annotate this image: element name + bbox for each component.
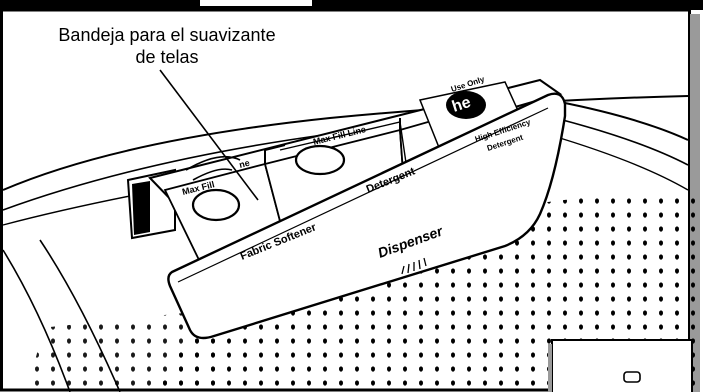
header-banner xyxy=(0,0,703,10)
max-fill-label-left-end: ne xyxy=(238,158,251,170)
tub-rim-inner xyxy=(549,134,689,191)
he-logo-circle xyxy=(446,91,486,119)
callout-line-2: de telas xyxy=(135,47,199,67)
tub-rim-outer xyxy=(559,101,689,141)
detergent-cup xyxy=(294,144,346,176)
callout-label: Bandeja para el suavizante de telas xyxy=(22,24,312,68)
lid-edge-inner xyxy=(2,133,331,211)
dispenser-spray-icon xyxy=(401,257,427,275)
control-panel-corner xyxy=(551,339,693,392)
tub-rim-mid xyxy=(554,117,689,166)
drawer-cavity-shadow xyxy=(132,181,150,235)
softener-cup xyxy=(191,188,241,222)
lid-edge-lower xyxy=(2,195,131,226)
callout-leader xyxy=(159,69,259,201)
callout-line-1: Bandeja para el suavizante xyxy=(58,25,276,45)
control-button xyxy=(623,371,641,383)
lid-edge-outer xyxy=(2,95,689,191)
he-logo-text: he xyxy=(450,94,473,116)
drawer-front xyxy=(167,92,567,340)
header-banner-gap xyxy=(200,0,312,6)
